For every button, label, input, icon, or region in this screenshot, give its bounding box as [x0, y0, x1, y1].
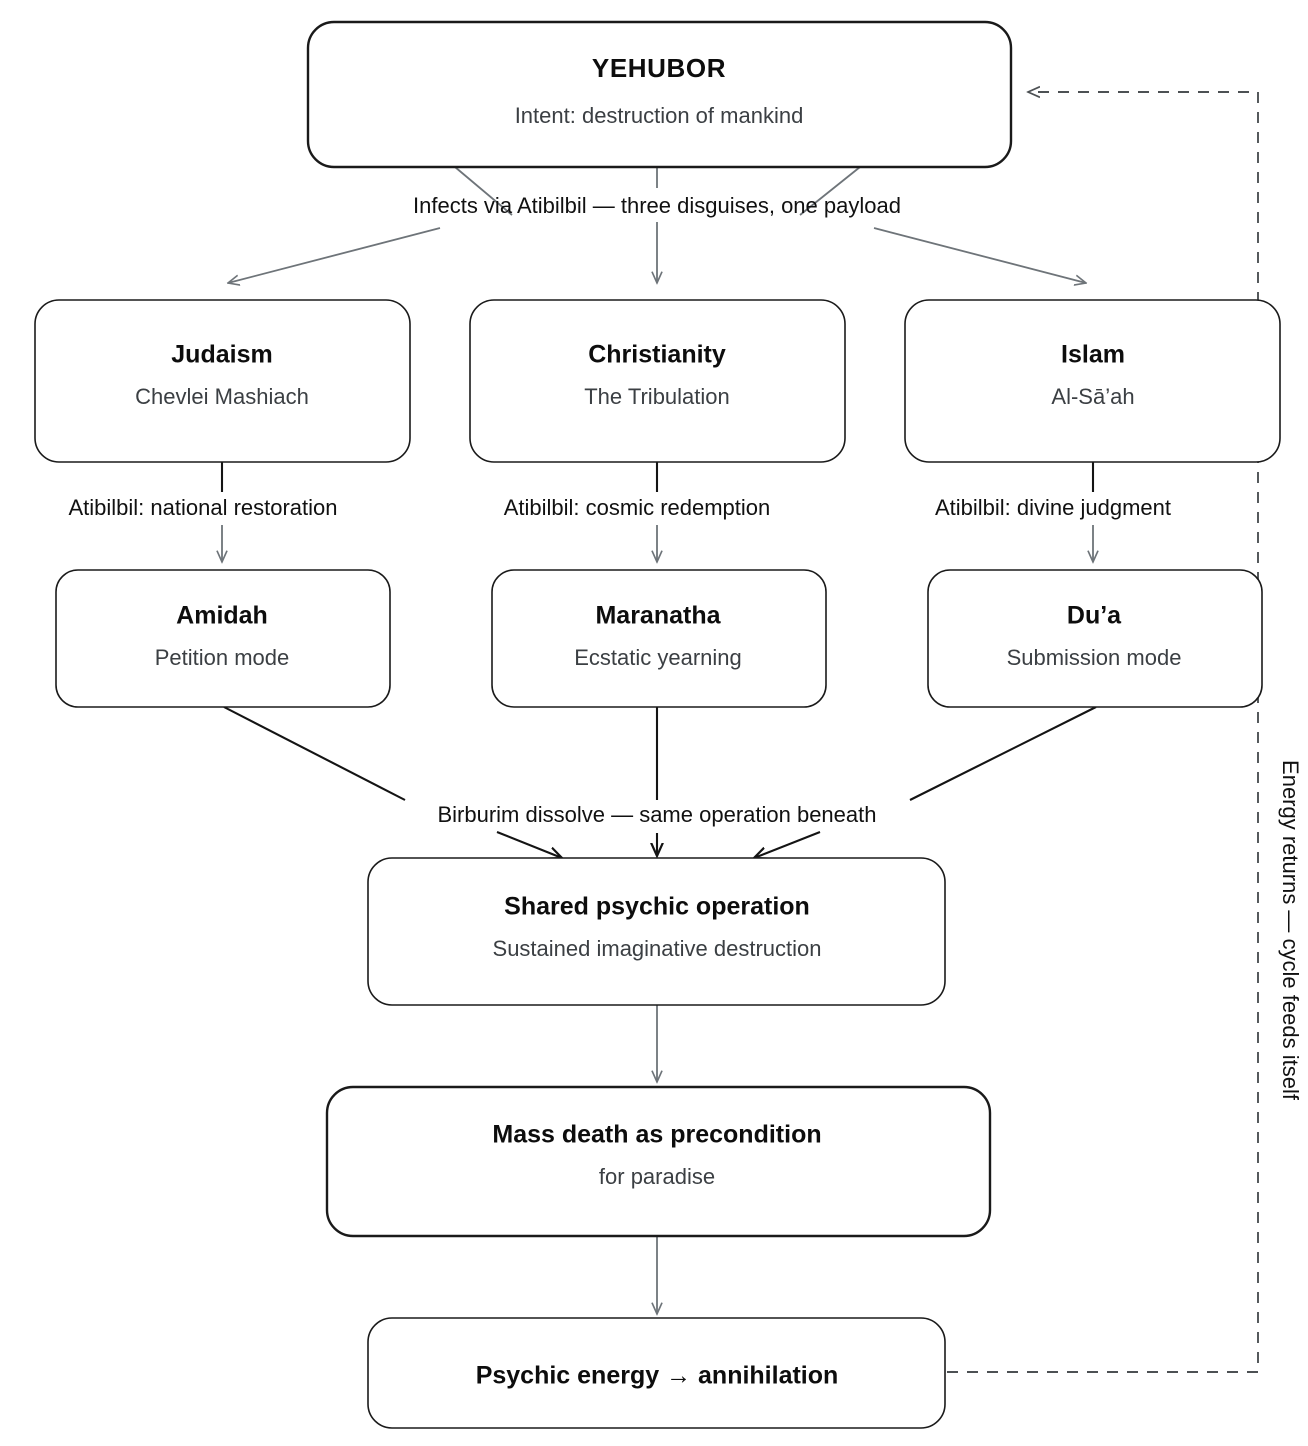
node-yehubor[interactable]: YEHUBOR Intent: destruction of mankind: [306, 20, 1013, 169]
node-terminal-box[interactable]: [367, 1317, 946, 1429]
edge-label-converge: Birburim dissolve — same operation benea…: [437, 802, 876, 827]
edge-feedback-loop: [947, 92, 1259, 1373]
edge-amidah-to-converge: [223, 706, 406, 801]
edge-converge-left-arrow: [496, 831, 562, 858]
node-dua-box[interactable]: [927, 569, 1263, 708]
node-maranatha-title: Maranatha: [595, 602, 721, 630]
node-shared-box[interactable]: [367, 857, 946, 1006]
node-amidah[interactable]: Amidah Petition mode: [55, 569, 391, 708]
node-dua-title: Du’a: [1067, 602, 1122, 630]
edge-dua-to-converge: [909, 706, 1097, 801]
node-yehubor-box[interactable]: [306, 20, 1013, 169]
edge-converge-right-arrow: [754, 831, 821, 858]
edge-label-judaism: Atibilbil: national restoration: [68, 495, 337, 520]
edge-spread-to-islam: [873, 227, 1086, 283]
node-islam-title: Islam: [1061, 341, 1125, 369]
edge-root-left-stub: [454, 166, 513, 216]
node-dua[interactable]: Du’a Submission mode: [927, 569, 1263, 708]
node-christianity-box[interactable]: [469, 299, 846, 463]
node-maranatha[interactable]: Maranatha Ecstatic yearning: [491, 569, 827, 708]
node-christianity-subtitle: The Tribulation: [584, 384, 730, 409]
node-yehubor-subtitle: Intent: destruction of mankind: [515, 103, 804, 128]
node-amidah-title: Amidah: [176, 602, 268, 630]
node-amidah-box[interactable]: [55, 569, 391, 708]
node-yehubor-title: YEHUBOR: [592, 53, 726, 83]
edge-label-spread: Infects via Atibilbil — three disguises,…: [413, 193, 901, 218]
node-mass-death-box[interactable]: [325, 1085, 992, 1238]
node-shared-psychic-operation[interactable]: Shared psychic operation Sustained imagi…: [367, 857, 946, 1006]
node-amidah-subtitle: Petition mode: [155, 645, 290, 670]
node-islam-box[interactable]: [904, 299, 1281, 463]
node-psychic-energy-annihilation[interactable]: Psychic energy → annihilation: [367, 1317, 946, 1429]
edge-label-islam: Atibilbil: divine judgment: [935, 495, 1171, 520]
node-shared-subtitle: Sustained imaginative destruction: [493, 936, 822, 961]
node-terminal-title: Psychic energy → annihilation: [476, 1362, 839, 1390]
node-judaism-title: Judaism: [171, 341, 272, 369]
edge-spread-to-judaism: [228, 227, 441, 283]
node-christianity[interactable]: Christianity The Tribulation: [469, 299, 846, 463]
node-islam[interactable]: Islam Al-Sā’ah: [904, 299, 1281, 463]
node-shared-title: Shared psychic operation: [504, 893, 810, 921]
node-islam-subtitle: Al-Sā’ah: [1051, 384, 1134, 409]
edge-root-right-stub: [799, 166, 861, 216]
node-mass-death[interactable]: Mass death as precondition for paradise: [325, 1085, 992, 1238]
node-judaism-subtitle: Chevlei Mashiach: [135, 384, 309, 409]
node-judaism-box[interactable]: [34, 299, 411, 463]
node-mass-death-subtitle: for paradise: [599, 1164, 715, 1189]
node-mass-death-title: Mass death as precondition: [492, 1121, 821, 1149]
edge-label-feedback: Energy returns — cycle feeds itself: [1278, 760, 1303, 1101]
node-maranatha-subtitle: Ecstatic yearning: [574, 645, 742, 670]
edge-label-christianity: Atibilbil: cosmic redemption: [504, 495, 771, 520]
node-maranatha-box[interactable]: [491, 569, 827, 708]
node-judaism[interactable]: Judaism Chevlei Mashiach: [34, 299, 411, 463]
node-christianity-title: Christianity: [588, 341, 726, 369]
node-dua-subtitle: Submission mode: [1007, 645, 1182, 670]
